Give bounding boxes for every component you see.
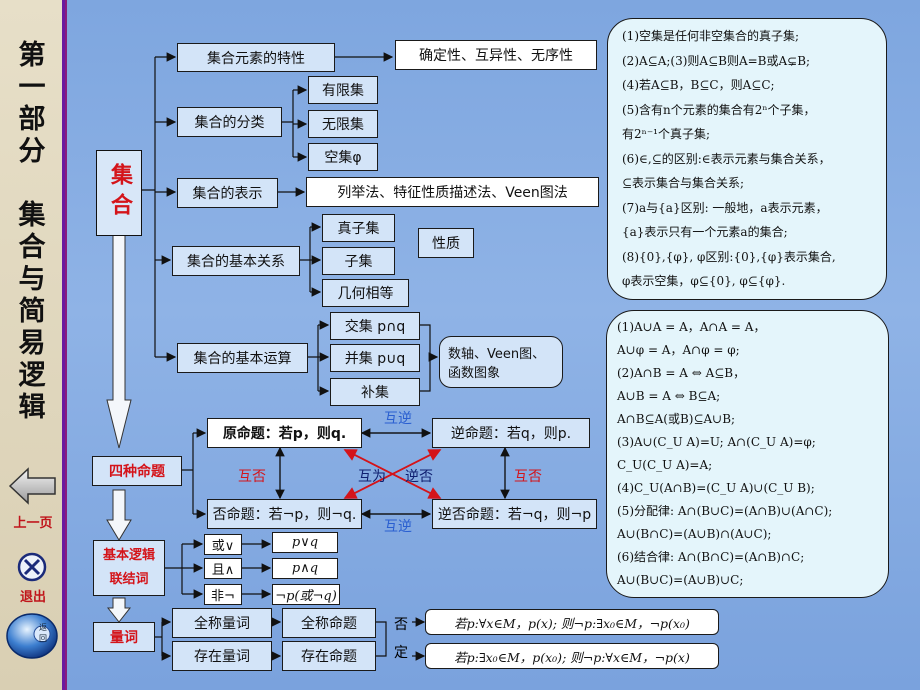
contrapositive-proposition: 逆否命题：若¬q，则¬p: [432, 499, 597, 529]
existential-proposition-node: 存在命题: [282, 641, 376, 671]
universal-proposition-node: 全称命题: [282, 608, 376, 638]
subset-node: 子集: [322, 247, 395, 275]
and-expression: p∧q: [272, 558, 338, 579]
and-connective: 且∧: [204, 558, 242, 579]
not-connective: 非¬: [204, 584, 242, 605]
prev-page-label: 上一页: [13, 516, 53, 531]
intersection-node: 交集 p∩q: [330, 312, 420, 340]
note-line: A∪(B∪C)=(A∪B)∪C;: [617, 573, 744, 587]
negation-label-1: 否: [394, 617, 408, 633]
set-properties-detail: 确定性、互异性、无序性: [395, 40, 597, 70]
set-properties-node: 集合元素的特性: [177, 43, 335, 72]
set-operations-node: 集合的基本运算: [177, 343, 308, 373]
set-notes-panel-bottom: (1)A∪A = A，A∩A = A， A∪φ = A，A∩φ = φ; (2)…: [606, 310, 889, 598]
note-line: (3)A∪(C_U A)=U; A∩(C_U A)=φ;: [617, 435, 816, 449]
operations-tools-node: 数轴、Veen图、函数图象: [439, 336, 563, 388]
note-line: (1)A∪A = A，A∩A = A，: [617, 320, 766, 334]
note-line: 有2ⁿ⁻¹个真子集;: [622, 127, 711, 141]
return-button[interactable]: 返回: [5, 612, 59, 666]
note-line: {a}表示只有一个元素a的集合;: [622, 225, 788, 239]
note-line: A∪φ = A，A∩φ = φ;: [617, 343, 740, 357]
close-circle-icon: [17, 552, 47, 582]
inverse-proposition: 否命题：若¬p，则¬q.: [207, 499, 362, 529]
set-root-node: 集合: [96, 150, 142, 236]
proper-subset-node: 真子集: [322, 214, 395, 242]
empty-set-node: 空集φ: [308, 143, 378, 171]
finite-set-node: 有限集: [308, 76, 378, 104]
section-title: 第一部分 集合与简易逻辑: [18, 40, 46, 423]
universal-negation-rule: 若p:∀x∈M，p(x); 则¬p:∃x₀∈M，¬p(x₀): [425, 609, 719, 635]
four-propositions-node: 四种命题: [92, 456, 182, 486]
relations-property-node: 性质: [418, 228, 474, 258]
note-line: φ表示空集，φ⊆{0}, φ⊆{φ}.: [622, 274, 786, 288]
equal-sets-node: 几何相等: [322, 279, 409, 307]
note-line: ⊆表示集合与集合关系;: [622, 176, 745, 190]
cross-label-left: 互为: [358, 469, 386, 485]
set-relations-node: 集合的基本关系: [172, 246, 300, 276]
note-line: A∪(B∩C)=(A∪B)∩(A∪C);: [617, 527, 772, 541]
converse-proposition: 逆命题：若q，则p.: [432, 418, 590, 448]
existential-negation-rule: 若p:∃x₀∈M，p(x₀); 则¬p:∀x∈M，¬p(x): [425, 643, 719, 669]
return-label: 返回: [39, 623, 47, 643]
set-root-label: 集合: [107, 163, 132, 223]
sidebar-divider: [62, 0, 65, 690]
note-line: C_U(C_U A)=A;: [617, 458, 713, 472]
connectives-label-1: 基本逻辑: [102, 548, 155, 563]
mutual-converse-top: 互逆: [384, 411, 412, 427]
cross-label-right: 逆否: [405, 469, 433, 485]
mutual-negation-right: 互否: [514, 469, 542, 485]
or-connective: 或∨: [204, 534, 242, 555]
infinite-set-node: 无限集: [308, 110, 378, 138]
note-line: (2)A∩B = A ⇔ A⊆B，: [617, 366, 746, 380]
note-line: (5)含有n个元素的集合有2ⁿ个子集，: [622, 102, 816, 117]
sidebar: 第一部分 集合与简易逻辑 上一页 退出 返回: [0, 0, 67, 690]
note-line: (6)结合律: A∩(B∩C)=(A∩B)∩C;: [617, 550, 805, 564]
set-representation-detail: 列举法、特征性质描述法、Veen图法: [306, 177, 599, 207]
existential-quantifier-node: 存在量词: [172, 641, 272, 671]
note-line: (5)分配律: A∩(B∪C)=(A∩B)∪(A∩C);: [617, 504, 833, 518]
note-line: (8){0},{φ}, φ区别:{0},{φ}表示集合,: [622, 249, 836, 264]
union-node: 并集 p∪q: [330, 344, 420, 372]
universal-quantifier-node: 全称量词: [172, 608, 272, 638]
set-notes-panel-top: (1)空集是任何非空集合的真子集; (2)A⊆A;(3)则A⊆B则A=B或A⊊B…: [607, 18, 887, 300]
return-orb-icon: [6, 613, 58, 659]
note-line: (4)若A⊆B，B⊆C，则A⊆C;: [622, 78, 775, 92]
set-representation-node: 集合的表示: [177, 178, 278, 208]
note-line: (7)a与{a}区别: 一般地，a表示元素，: [622, 200, 828, 215]
left-arrow-icon: [8, 467, 56, 505]
note-line: (1)空集是任何非空集合的真子集;: [622, 29, 800, 43]
set-classification-node: 集合的分类: [177, 107, 282, 137]
quantifiers-node: 量词: [93, 622, 155, 652]
original-proposition: 原命题：若p，则q.: [207, 418, 362, 448]
note-line: A∪B = A ⇔ B⊆A;: [617, 389, 721, 403]
operations-tools-label: 数轴、Veen图、函数图象: [448, 347, 546, 381]
note-line: (2)A⊆A;(3)则A⊆B则A=B或A⊊B;: [622, 53, 811, 68]
mutual-negation-left: 互否: [238, 469, 266, 485]
exit-button[interactable]: 退出: [6, 552, 60, 606]
quantifiers-label: 量词: [110, 630, 138, 646]
prev-page-button[interactable]: 上一页: [6, 466, 60, 531]
or-expression: p∨q: [272, 532, 338, 553]
negation-label-2: 定: [394, 645, 408, 661]
not-expression: ¬p(或¬q): [272, 584, 340, 605]
logic-connectives-node: 基本逻辑 联结词: [93, 540, 165, 596]
exit-label: 退出: [19, 590, 46, 605]
connectives-label-2: 联结词: [109, 572, 149, 587]
note-line: A∩B⊆A(或B)⊆A∪B;: [617, 412, 736, 426]
four-propositions-label: 四种命题: [109, 464, 165, 480]
note-line: (4)C_U(A∩B)=(C_U A)∪(C_U B);: [617, 481, 815, 495]
complement-node: 补集: [330, 378, 420, 406]
note-line: (6)∈,⊆的区别:∈表示元素与集合关系，: [622, 151, 831, 166]
mutual-converse-bottom: 互逆: [384, 519, 412, 535]
